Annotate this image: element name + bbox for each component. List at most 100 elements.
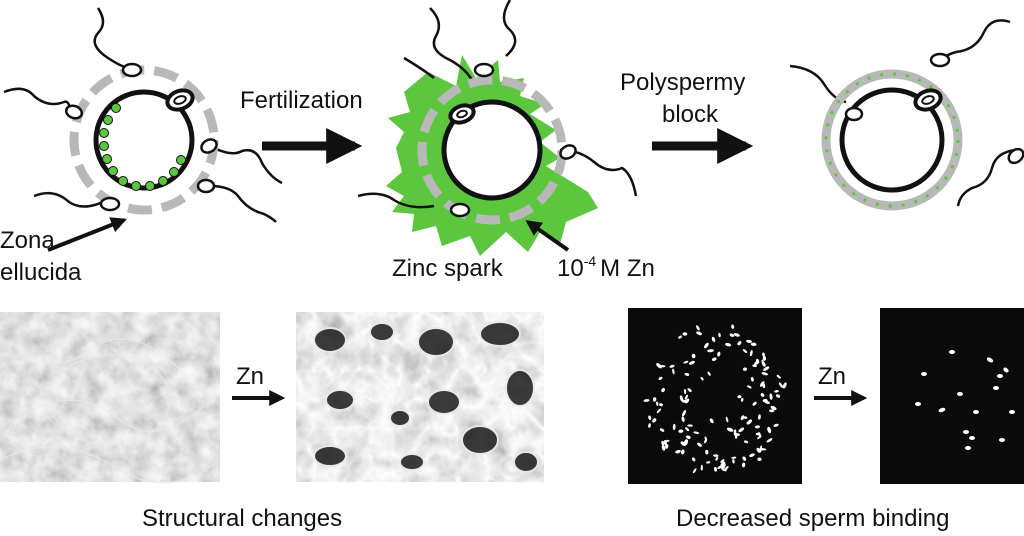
bound-sperm-dot xyxy=(696,331,703,336)
bound-sperm-dot xyxy=(659,428,665,432)
bound-sperm-dot xyxy=(700,464,703,471)
bound-sperm-dot xyxy=(725,342,732,347)
zona-pointer-arrow xyxy=(47,217,127,252)
bound-sperm-dot xyxy=(713,454,719,457)
bound-sperm-dot xyxy=(700,376,704,381)
bound-sperm-dot xyxy=(652,418,657,423)
bound-sperm-dot xyxy=(740,415,745,421)
sperm-heads-1 xyxy=(64,62,218,212)
bound-sperm-dot xyxy=(742,348,748,354)
bound-sperm-dot xyxy=(697,442,702,447)
bound-sperm-dot xyxy=(709,418,714,424)
bound-sperm-dot xyxy=(733,433,741,437)
bound-sperm-dot xyxy=(683,388,687,395)
bound-sperm-dot xyxy=(741,462,746,468)
bound-sperm-dot xyxy=(665,444,669,449)
bound-sperm-dot xyxy=(740,397,744,402)
bound-sperm-dot xyxy=(752,401,757,406)
bound-sperm-dot xyxy=(757,414,761,420)
zona-label-line1: Zona xyxy=(0,227,55,254)
caption-decreased-binding: Decreased sperm binding xyxy=(676,505,949,532)
bound-sperm-dot xyxy=(678,429,684,433)
bound-sperm-dot xyxy=(661,388,665,393)
bound-sperm-dot xyxy=(769,409,775,413)
bound-sperm-dot xyxy=(717,465,723,470)
bound-sperm-dot xyxy=(652,397,657,402)
caption-structural-changes: Structural changes xyxy=(142,505,342,532)
bound-sperm-dot xyxy=(693,431,700,434)
bound-sperm-dot xyxy=(684,372,690,376)
zona-zinc-dots xyxy=(824,72,960,208)
bound-sperm-dot xyxy=(687,424,693,427)
sperm-heads-2 xyxy=(449,62,577,218)
bound-sperm-dot xyxy=(656,363,662,369)
bound-sperm-dot xyxy=(706,461,711,464)
bound-sperm-dot xyxy=(767,426,772,434)
bound-sperm-dot xyxy=(655,401,659,406)
egg-polyspermy-block xyxy=(789,19,1024,211)
bound-sperm-dot xyxy=(692,468,697,474)
sperm-group-2 xyxy=(357,0,638,209)
bound-sperm-dot xyxy=(754,361,759,366)
bound-sperm-dot xyxy=(717,351,721,357)
sperm-heads-3 xyxy=(844,52,1024,165)
bound-sperm-dot xyxy=(704,342,709,349)
bound-sperm-dot xyxy=(762,398,768,403)
bound-sperm-dot xyxy=(643,399,650,402)
bound-sperm-dot xyxy=(737,395,742,399)
bound-sperm-dot xyxy=(752,364,757,368)
bound-sperm-dot xyxy=(746,421,751,425)
bound-sperm-dot xyxy=(782,382,787,389)
bound-sperm-dot xyxy=(750,377,754,382)
bound-sperm-dot xyxy=(711,336,716,343)
bound-sperm-dot xyxy=(749,349,753,357)
zinc-spark-label: Zinc spark xyxy=(392,255,504,282)
bound-sperm-dot xyxy=(658,376,663,380)
bound-sperm-dot xyxy=(747,385,752,389)
bound-sperm-dot xyxy=(680,441,686,447)
bound-sperm-dot xyxy=(766,438,773,443)
bound-sperm-dot xyxy=(713,466,718,472)
bound-sperm-dot xyxy=(648,415,652,420)
bound-sperm-dot xyxy=(669,364,675,368)
bound-sperm-dot xyxy=(685,398,690,404)
zona-label-line2: ellucida xyxy=(0,259,82,286)
bound-sperm-dot xyxy=(758,431,762,438)
concentration-pointer-arrow xyxy=(525,220,570,252)
bound-sperm-dot xyxy=(756,447,762,453)
bound-sperm-dot xyxy=(742,416,748,419)
zn-label-right: Zn xyxy=(818,363,846,390)
bound-sperm-dot xyxy=(659,403,663,407)
bound-sperm-dot xyxy=(721,460,726,467)
sperm-binding-after xyxy=(880,308,1024,484)
bound-sperm-dot xyxy=(759,381,765,387)
bound-sperm-dot xyxy=(712,357,717,361)
bound-sperm-dot xyxy=(743,367,747,371)
bound-sperm-dot xyxy=(688,360,695,365)
bound-sperm-dot xyxy=(743,440,749,444)
bound-sperm-dot xyxy=(778,382,784,389)
bound-sperm-dot xyxy=(679,395,684,402)
sem-image-after xyxy=(296,312,544,482)
bound-sperm-dot xyxy=(770,405,777,411)
bound-sperm-dot xyxy=(749,453,755,458)
bound-sperm-dot xyxy=(754,425,760,429)
zinc-granules xyxy=(99,103,186,191)
bound-sperm-dot xyxy=(684,394,688,400)
bound-sperm-dot xyxy=(725,416,729,423)
sem-image-before xyxy=(0,312,221,484)
sperm-group-1 xyxy=(3,7,283,223)
bound-sperm-dot xyxy=(691,353,696,359)
bound-sperm-dot xyxy=(686,435,691,439)
bound-sperm-dot xyxy=(769,393,773,400)
bound-sperm-dot xyxy=(685,427,690,432)
bound-sperm-dot xyxy=(742,456,747,461)
bound-sperm-dot xyxy=(762,355,767,361)
zn-label-left: Zn xyxy=(236,363,264,390)
bound-sperm-dot xyxy=(683,360,689,364)
bound-sperm-dot xyxy=(692,457,696,462)
bound-sperm-dot xyxy=(762,352,765,357)
bound-sperm-dot xyxy=(715,456,719,461)
bound-sperm-dot xyxy=(738,427,745,433)
